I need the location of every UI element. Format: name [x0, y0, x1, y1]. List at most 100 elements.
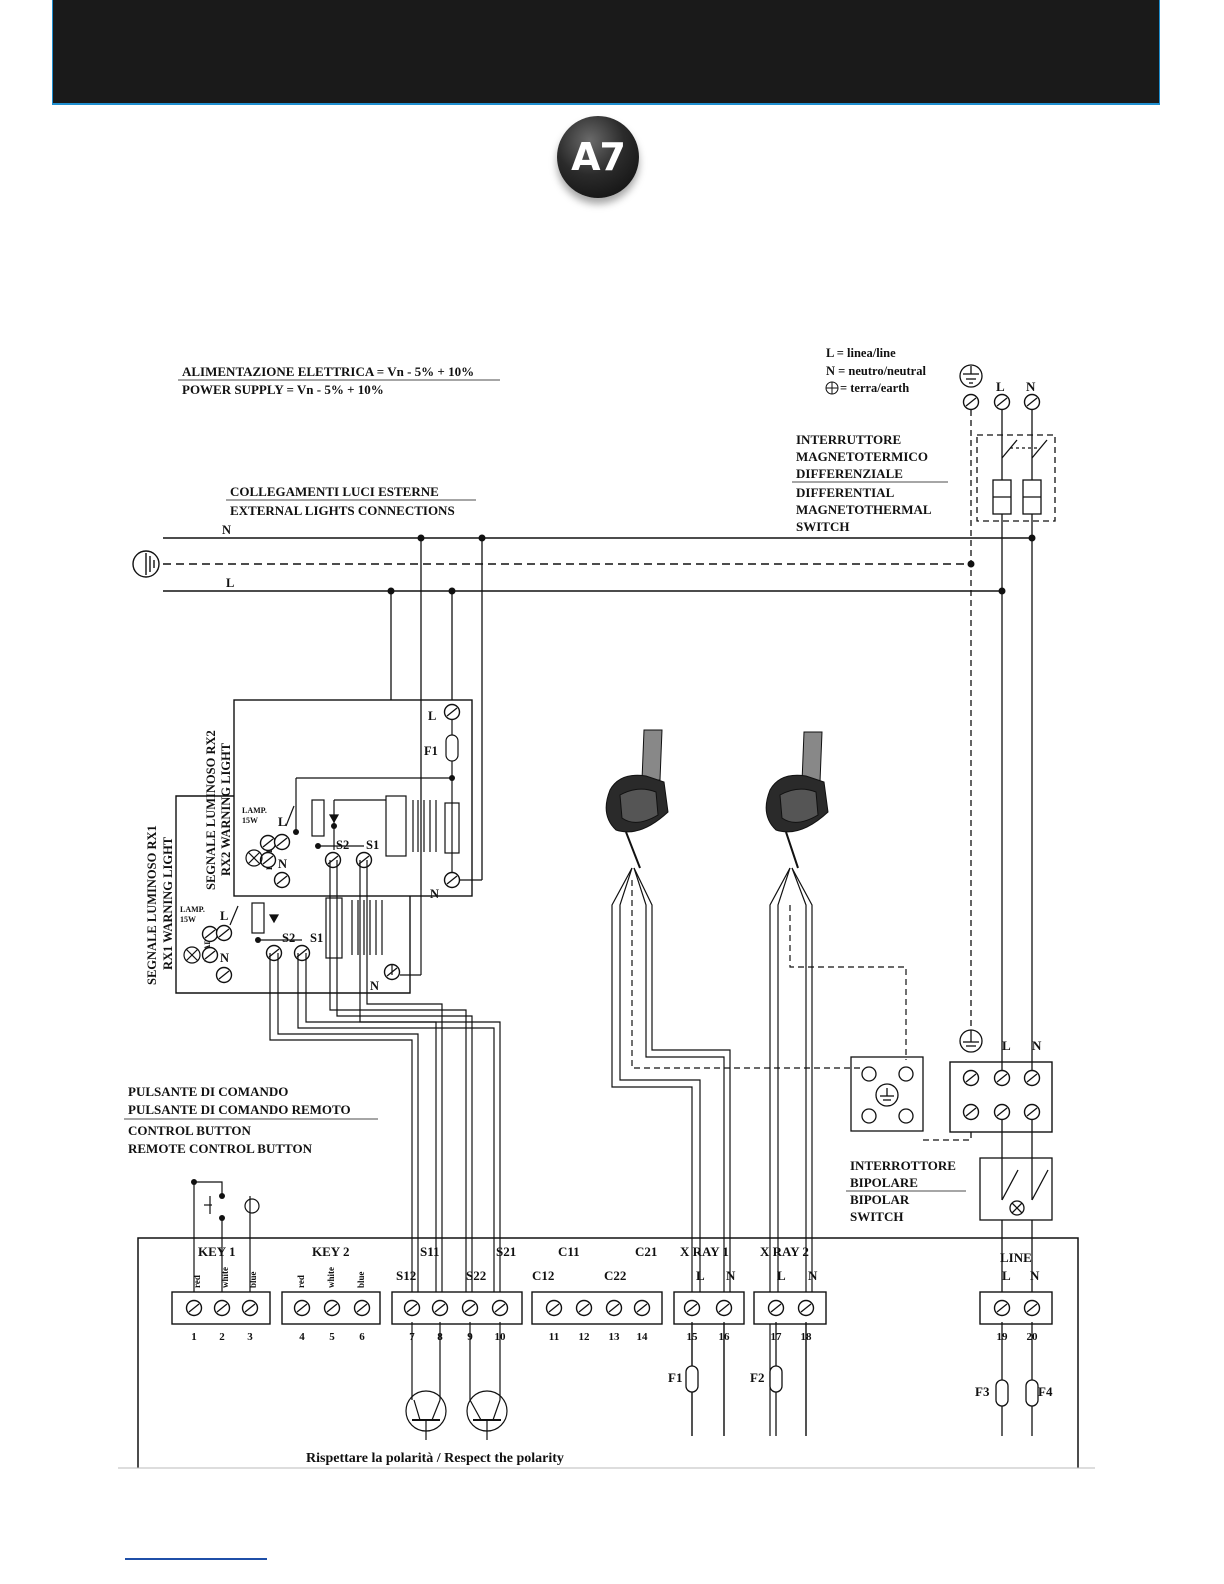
svg-text:L: L	[428, 709, 436, 723]
svg-text:L: L	[1002, 1038, 1011, 1053]
differential-switch	[970, 410, 1056, 1070]
xray-lamp-1	[605, 729, 669, 869]
control-button-label: PULSANTE DI COMANDO PULSANTE DI COMANDO …	[124, 1084, 378, 1156]
svg-text:MAGNETOTERMICO: MAGNETOTERMICO	[796, 449, 928, 464]
svg-text:N: N	[220, 951, 229, 965]
svg-text:LAMP.: LAMP.	[242, 806, 267, 815]
svg-text:PULSANTE DI COMANDO: PULSANTE DI COMANDO	[128, 1084, 288, 1099]
svg-text:DIFFERENTIAL: DIFFERENTIAL	[796, 485, 895, 500]
svg-text:SWITCH: SWITCH	[796, 519, 849, 534]
svg-text:SEGNALE LUMINOSO RX1: SEGNALE LUMINOSO RX1	[145, 825, 159, 985]
svg-text:LAMP.: LAMP.	[180, 905, 205, 914]
terminal-screw	[323, 1299, 341, 1317]
svg-text:C22: C22	[604, 1268, 626, 1283]
svg-text:C21: C21	[635, 1244, 657, 1259]
svg-text:RX2 WARNING LIGHT: RX2 WARNING LIGHT	[219, 742, 233, 876]
light-feed-wires	[390, 538, 483, 890]
svg-text:COLLEGAMENTI LUCI ESTERNE: COLLEGAMENTI LUCI ESTERNE	[230, 484, 439, 499]
terminal-screw	[185, 1299, 203, 1317]
terminal-screw	[403, 1299, 421, 1317]
svg-text:S1: S1	[366, 838, 379, 852]
rx-signal-wires	[269, 860, 501, 1295]
svg-text:blue: blue	[356, 1271, 366, 1288]
terminal-group-labels: KEY 1 KEY 2 S11 S21 S12 S22 C11 C21 C12 …	[198, 1244, 1040, 1283]
terminal-screw	[241, 1299, 259, 1317]
terminal-screw	[633, 1299, 651, 1317]
terminal-screw	[797, 1299, 815, 1317]
terminal-number: 5	[329, 1331, 335, 1343]
terminal-number: 3	[247, 1331, 253, 1343]
svg-text:red: red	[296, 1275, 306, 1288]
svg-text:F2: F2	[750, 1370, 764, 1385]
transistor-1	[405, 1322, 447, 1440]
earth-icon	[825, 381, 839, 395]
terminal-screw	[605, 1299, 623, 1317]
svg-text:N: N	[278, 857, 287, 871]
svg-text:L: L	[1002, 1268, 1011, 1283]
control-unit	[118, 1237, 1095, 1469]
svg-text:S12: S12	[396, 1268, 416, 1283]
svg-text:SEGNALE LUMINOSO RX2: SEGNALE LUMINOSO RX2	[204, 730, 218, 890]
bus-n-label: N	[222, 523, 231, 537]
svg-text:CONTROL BUTTON: CONTROL BUTTON	[128, 1123, 252, 1138]
polarity-note: Rispettare la polarità / Respect the pol…	[306, 1451, 564, 1466]
terminal-number: 1	[191, 1331, 197, 1343]
terminal-screw	[213, 1299, 231, 1317]
terminal-number: 2	[219, 1331, 225, 1343]
svg-text:S2: S2	[336, 838, 349, 852]
svg-text:S1: S1	[310, 931, 323, 945]
terminal-number: 14	[637, 1331, 649, 1343]
svg-text:white: white	[326, 1267, 336, 1288]
svg-text:N: N	[808, 1268, 818, 1283]
svg-text:ALIMENTAZIONE ELETTRICA = Vn -: ALIMENTAZIONE ELETTRICA = Vn - 5% + 10%	[182, 364, 474, 379]
terminal-block	[979, 1291, 1053, 1325]
svg-text:MAGNETOTHERMAL: MAGNETOTHERMAL	[796, 502, 932, 517]
svg-text:INTERRUTTORE: INTERRUTTORE	[796, 432, 901, 447]
supply-n-label: N	[1026, 379, 1036, 394]
svg-text:N: N	[726, 1268, 736, 1283]
terminal-number: 13	[609, 1331, 621, 1343]
differential-switch-label: INTERRUTTORE MAGNETOTERMICO DIFFERENZIAL…	[792, 432, 948, 534]
bus-l-label: L	[226, 576, 234, 590]
distribution-block: L N	[949, 1020, 1053, 1133]
svg-text:L: L	[777, 1268, 786, 1283]
bus-junctions	[387, 534, 1036, 595]
terminal-block	[753, 1291, 827, 1325]
svg-text:L = linea/line: L = linea/line	[826, 346, 896, 360]
rx1-warning-light: SEGNALE LUMINOSO RX1 RX1 WARNING LIGHT S…	[145, 795, 422, 994]
section-badge: A7	[557, 116, 639, 198]
svg-text:C11: C11	[558, 1244, 580, 1259]
svg-text:BIPOLARE: BIPOLARE	[850, 1175, 918, 1190]
xray-wires	[611, 867, 907, 1436]
rx2-warning-light: SEGNALE LUMINOSO RX2 RX2 WARNING LIGHT L…	[204, 699, 473, 901]
svg-text:L: L	[696, 1268, 705, 1283]
wire-color-labels: red white blue red white blue	[192, 1267, 366, 1288]
terminal-number: 12	[579, 1331, 591, 1343]
fuse-labels: F1 F2 F3 F4	[668, 1370, 1053, 1399]
terminal-screw	[683, 1299, 701, 1317]
push-button	[193, 1181, 260, 1296]
svg-text:S11: S11	[420, 1244, 440, 1259]
terminal-number: 4	[299, 1331, 305, 1343]
svg-text:S22: S22	[466, 1268, 486, 1283]
external-lights-label: COLLEGAMENTI LUCI ESTERNE EXTERNAL LIGHT…	[226, 484, 476, 518]
svg-text:N: N	[430, 887, 439, 901]
terminal-screw	[1023, 1299, 1041, 1317]
terminal-screw	[431, 1299, 449, 1317]
terminal-screw	[993, 1299, 1011, 1317]
svg-text:blue: blue	[248, 1271, 258, 1288]
svg-text:= terra/earth: = terra/earth	[840, 381, 909, 395]
svg-text:white: white	[220, 1267, 230, 1288]
terminal-number: 11	[549, 1331, 559, 1343]
svg-text:S21: S21	[496, 1244, 516, 1259]
svg-text:X RAY 2: X RAY 2	[760, 1244, 809, 1259]
supply-l-label: L	[996, 379, 1005, 394]
terminal-screw	[575, 1299, 593, 1317]
svg-text:N: N	[370, 979, 379, 993]
fuses	[685, 1322, 1039, 1436]
svg-text:INTERROTTORE: INTERROTTORE	[850, 1158, 956, 1173]
terminal-screw	[715, 1299, 733, 1317]
svg-text:15W: 15W	[180, 915, 196, 924]
